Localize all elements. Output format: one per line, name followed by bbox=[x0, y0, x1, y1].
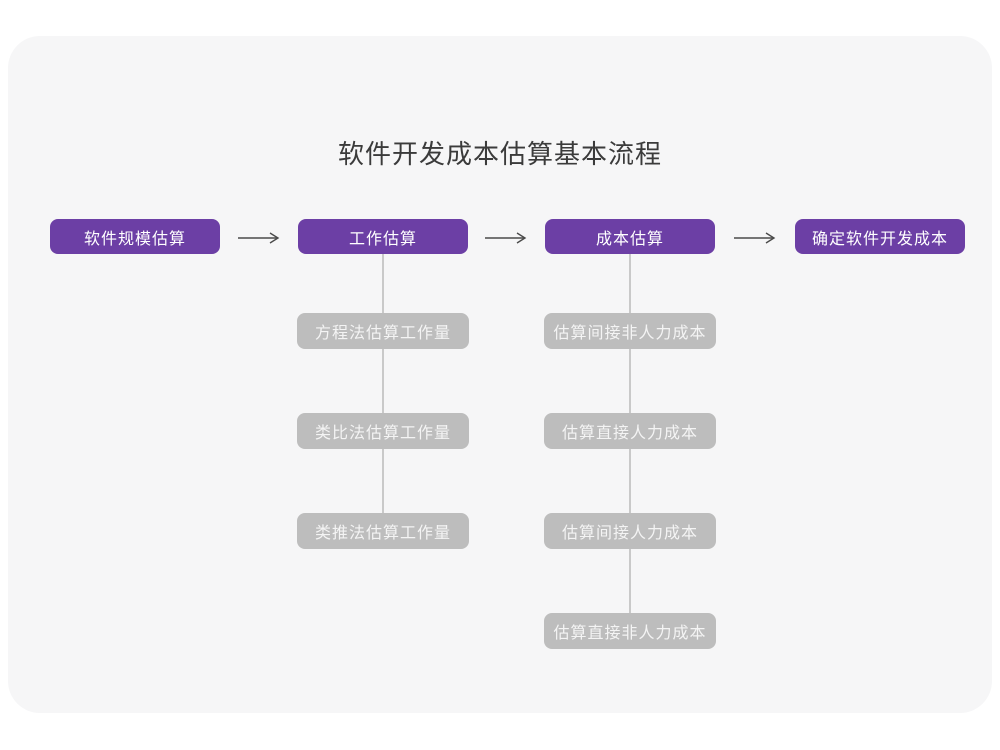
work-step-node-equation-method: 方程法估算工作量 bbox=[297, 313, 469, 349]
work-step-node-analogy-method: 类比法估算工作量 bbox=[297, 413, 469, 449]
arrow-right-icon bbox=[733, 231, 777, 244]
step-label: 估算间接人力成本 bbox=[561, 525, 698, 542]
cost-step-node-direct-labor: 估算直接人力成本 bbox=[544, 413, 716, 449]
diagram-card: 软件开发成本估算基本流程 软件规模估算 工作估算 成本估算 bbox=[8, 36, 992, 713]
stage-node-software-scale-estimation: 软件规模估算 bbox=[50, 219, 220, 254]
stage-node-work-estimation: 工作估算 bbox=[298, 219, 468, 254]
stage-label: 成本估算 bbox=[595, 230, 664, 248]
stage-node-cost-estimation: 成本估算 bbox=[545, 219, 715, 254]
stage-label: 软件规模估算 bbox=[83, 230, 186, 248]
cost-step-node-indirect-labor: 估算间接人力成本 bbox=[544, 513, 716, 549]
connector-line-work-estimation bbox=[382, 254, 384, 531]
step-label: 类比法估算工作量 bbox=[314, 425, 451, 442]
stage-node-final-development-cost: 确定软件开发成本 bbox=[795, 219, 965, 254]
step-label: 类推法估算工作量 bbox=[314, 525, 451, 542]
arrow-right-icon bbox=[484, 231, 528, 244]
step-label: 估算间接非人力成本 bbox=[553, 325, 707, 342]
stage-label: 确定软件开发成本 bbox=[811, 230, 948, 248]
arrow-right-icon bbox=[237, 231, 281, 244]
cost-step-node-direct-nonlabor: 估算直接非人力成本 bbox=[544, 613, 716, 649]
cost-step-node-indirect-nonlabor: 估算间接非人力成本 bbox=[544, 313, 716, 349]
work-step-node-extrapolation-method: 类推法估算工作量 bbox=[297, 513, 469, 549]
diagram-title: 软件开发成本估算基本流程 bbox=[337, 139, 662, 169]
step-label: 方程法估算工作量 bbox=[314, 325, 451, 342]
step-label: 估算直接人力成本 bbox=[561, 425, 698, 442]
step-label: 估算直接非人力成本 bbox=[553, 625, 707, 642]
stage-label: 工作估算 bbox=[348, 230, 417, 248]
